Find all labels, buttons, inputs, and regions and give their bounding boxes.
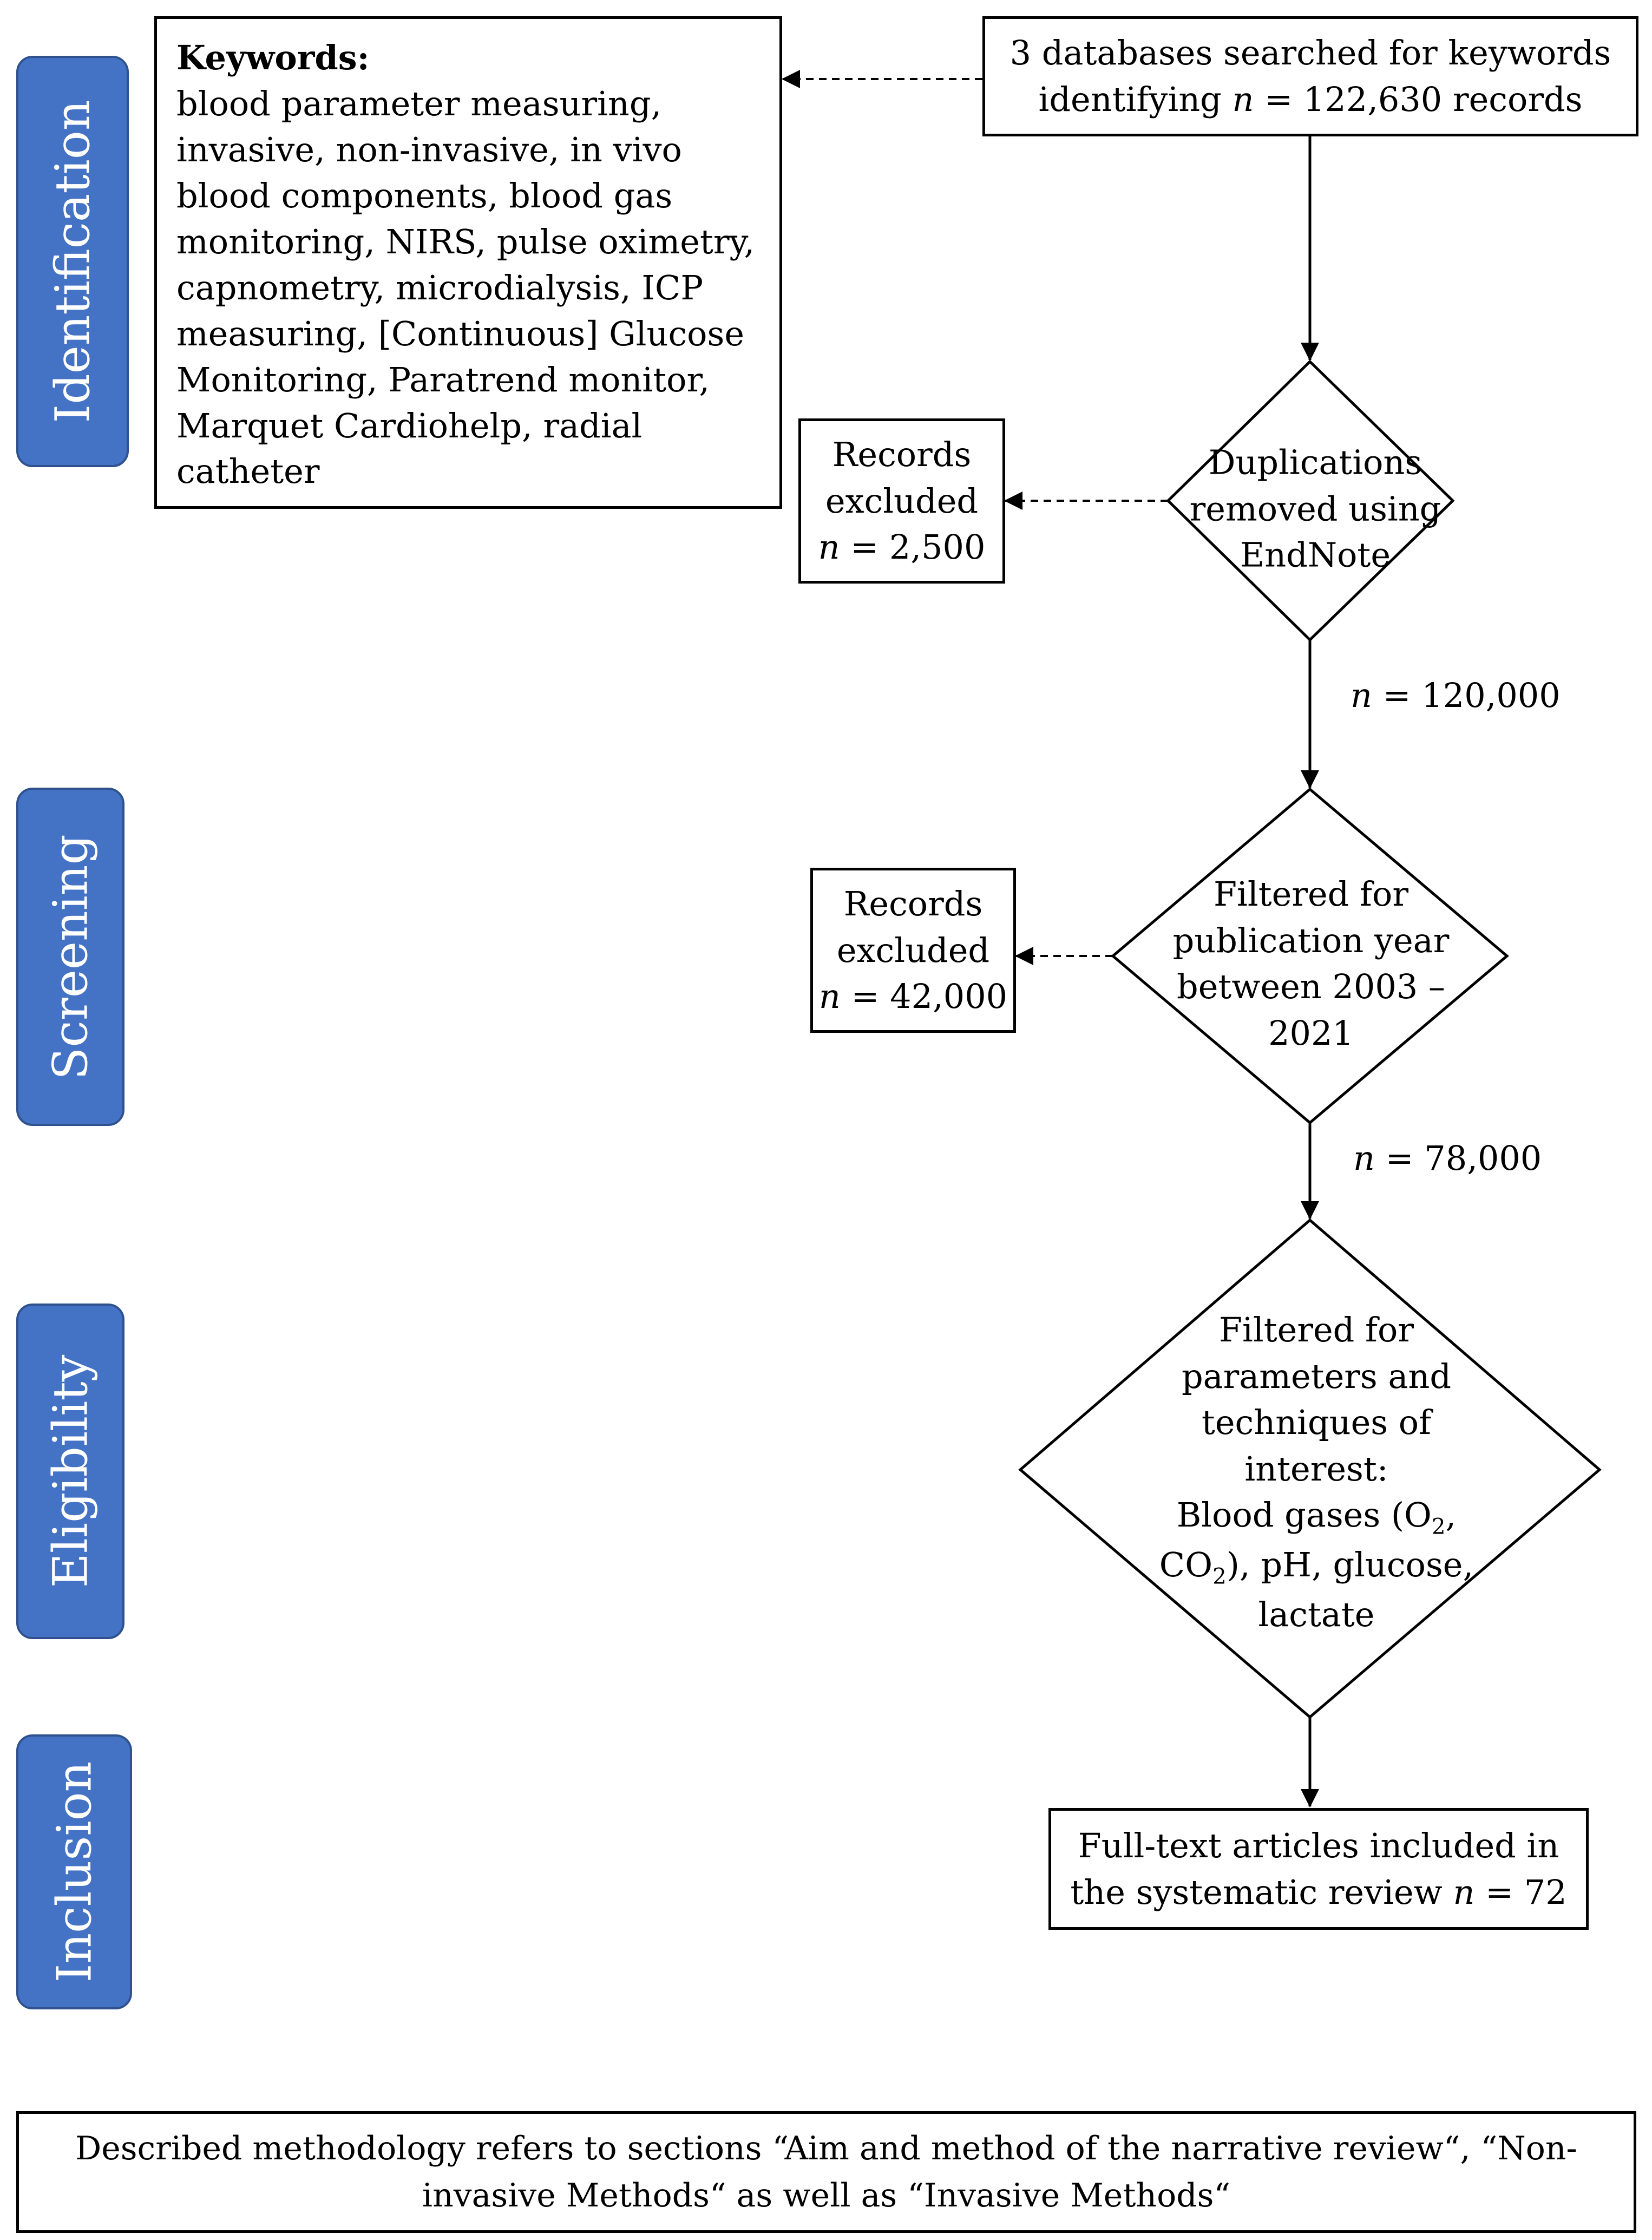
keywords-text: blood parameter measuring, invasive, non… bbox=[176, 83, 755, 492]
publication-year-label: Filtered for publication year between 20… bbox=[1172, 874, 1450, 1053]
n-variable: n bbox=[1453, 1872, 1475, 1912]
search-line-2: identifying n = 122,630 records bbox=[1038, 80, 1583, 119]
phase-identification: Identification bbox=[16, 56, 129, 467]
methodology-note: Described methodology refers to sections… bbox=[16, 2111, 1636, 2233]
n-variable: n bbox=[1232, 80, 1254, 119]
search-box: 3 databases searched for keywords identi… bbox=[982, 16, 1638, 136]
phase-screening: Screening bbox=[16, 788, 124, 1126]
keywords-title: Keywords: bbox=[176, 38, 370, 77]
duplications-label: Duplications removed using EndNote bbox=[1189, 442, 1441, 575]
excluded-box-2: Records excluded n = 42,000 bbox=[810, 868, 1016, 1033]
parameters-label: Filtered for parameters and techniques o… bbox=[1159, 1310, 1474, 1635]
n-variable: n bbox=[818, 977, 841, 1017]
phase-eligibility: Eligibility bbox=[16, 1304, 124, 1639]
n-variable: n bbox=[818, 527, 840, 567]
phase-inclusion: Inclusion bbox=[16, 1734, 132, 2009]
flow-count-1: n = 120,000 bbox=[1351, 676, 1561, 715]
excluded-box-1: Records excluded n = 2,500 bbox=[798, 418, 1005, 584]
flow-count-2: n = 78,000 bbox=[1353, 1138, 1542, 1178]
search-line-1: 3 databases searched for keywords bbox=[1009, 33, 1611, 73]
phase-identification-label: Identification bbox=[44, 100, 101, 423]
phase-inclusion-label: Inclusion bbox=[46, 1761, 102, 1983]
keywords-box: Keywords: blood parameter measuring, inv… bbox=[154, 16, 782, 509]
included-box: Full-text articles included in the syste… bbox=[1048, 1808, 1589, 1930]
phase-eligibility-label: Eligibility bbox=[42, 1354, 99, 1588]
phase-screening-label: Screening bbox=[42, 834, 99, 1080]
